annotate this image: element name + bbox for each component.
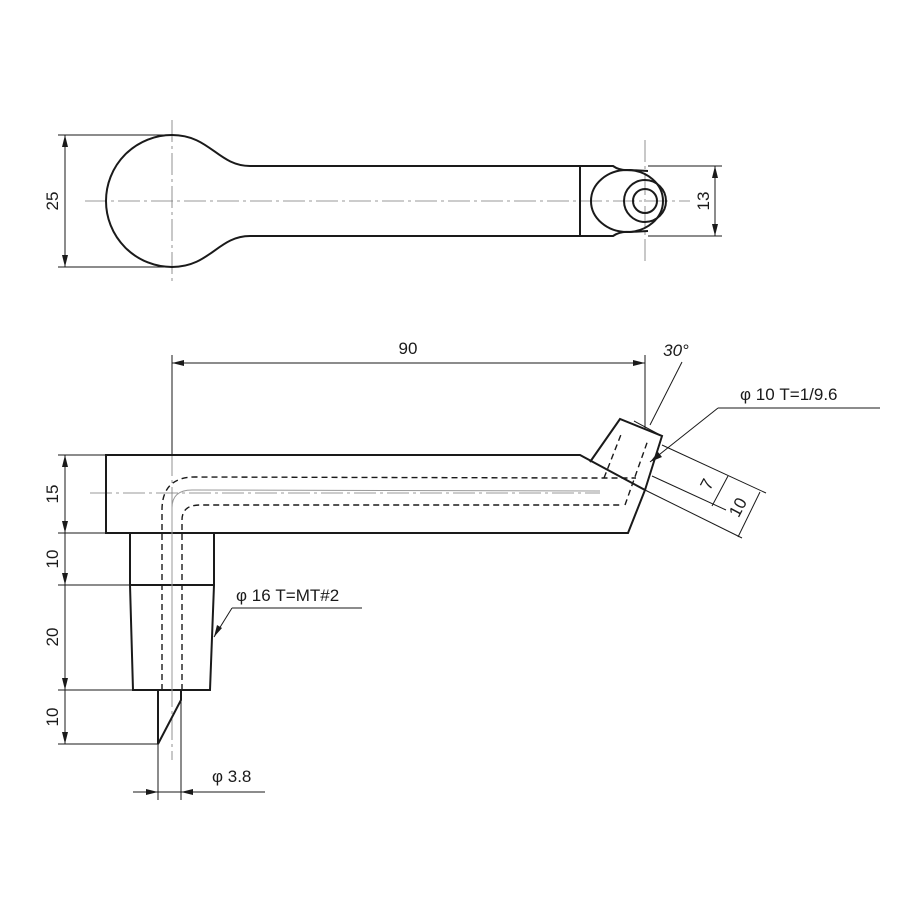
top-view-tip-outer-circle bbox=[590, 169, 664, 233]
top-view: 25 13 bbox=[43, 120, 722, 282]
note-taper-arrow bbox=[214, 625, 222, 637]
dim-10-tip-line bbox=[737, 491, 761, 538]
dim-10b-label: 10 bbox=[43, 708, 62, 727]
side-view-passage-inner bbox=[181, 504, 620, 690]
dim-25-arrow-top bbox=[62, 135, 68, 147]
dim-7-line bbox=[711, 475, 729, 507]
note-taper-label: φ 16 T=MT#2 bbox=[236, 586, 339, 605]
top-view-tip-bore-outer bbox=[623, 179, 667, 223]
side-view-tip-face bbox=[633, 420, 663, 437]
dim-15-arrow-bottom bbox=[62, 521, 68, 533]
dim-20-label: 20 bbox=[43, 628, 62, 647]
dim-10a-arrow-bottom bbox=[62, 573, 68, 585]
dim-15-label: 15 bbox=[43, 485, 62, 504]
side-view-tip-hidden-1 bbox=[603, 431, 623, 479]
side-view-body-outline bbox=[105, 454, 647, 534]
dim-25-arrow-bottom bbox=[62, 255, 68, 267]
dim-20-arrow-bottom bbox=[62, 678, 68, 690]
side-view-tip-nozzle bbox=[589, 417, 664, 491]
dim-30-label: 30° bbox=[663, 341, 689, 360]
side-view-point-outline bbox=[157, 690, 182, 745]
side-view: 90 30° φ 10 T=1/9.6 7 10 15 10 20 10 bbox=[43, 339, 880, 800]
dim-15-arrow-top bbox=[62, 455, 68, 467]
dim-point-label: φ 3.8 bbox=[212, 767, 251, 786]
dim-tip-ext-3 bbox=[644, 489, 743, 539]
dim-point-arrow-right bbox=[181, 789, 193, 795]
side-view-bore-line bbox=[171, 489, 601, 700]
dim-tip-ext-1 bbox=[661, 444, 767, 494]
dim-30-leader bbox=[649, 361, 683, 426]
note-tip-bore-leader bbox=[649, 407, 719, 463]
dim-7-label: 7 bbox=[697, 476, 718, 493]
side-view-passage-outer bbox=[161, 476, 636, 690]
note-tip-bore-arrow bbox=[650, 452, 662, 462]
dim-90-arrow-right bbox=[633, 360, 645, 366]
dim-10a-label: 10 bbox=[43, 550, 62, 569]
dim-10-tip-label: 10 bbox=[725, 495, 751, 521]
top-view-tip-bore-inner bbox=[632, 188, 658, 214]
dim-13-label: 13 bbox=[694, 192, 713, 211]
note-tip-bore-label: φ 10 T=1/9.6 bbox=[740, 385, 838, 404]
dim-90-label: 90 bbox=[399, 339, 418, 358]
dim-13-arrow-bottom bbox=[712, 224, 718, 236]
dim-25-label: 25 bbox=[43, 192, 62, 211]
dim-10b-arrow-bottom bbox=[62, 732, 68, 744]
dim-tip-ext-2 bbox=[651, 475, 727, 511]
side-view-tip-hidden-2 bbox=[624, 439, 649, 506]
dim-90-arrow-left bbox=[172, 360, 184, 366]
dim-point-arrow-left bbox=[146, 789, 158, 795]
dim-13-arrow-top bbox=[712, 166, 718, 178]
